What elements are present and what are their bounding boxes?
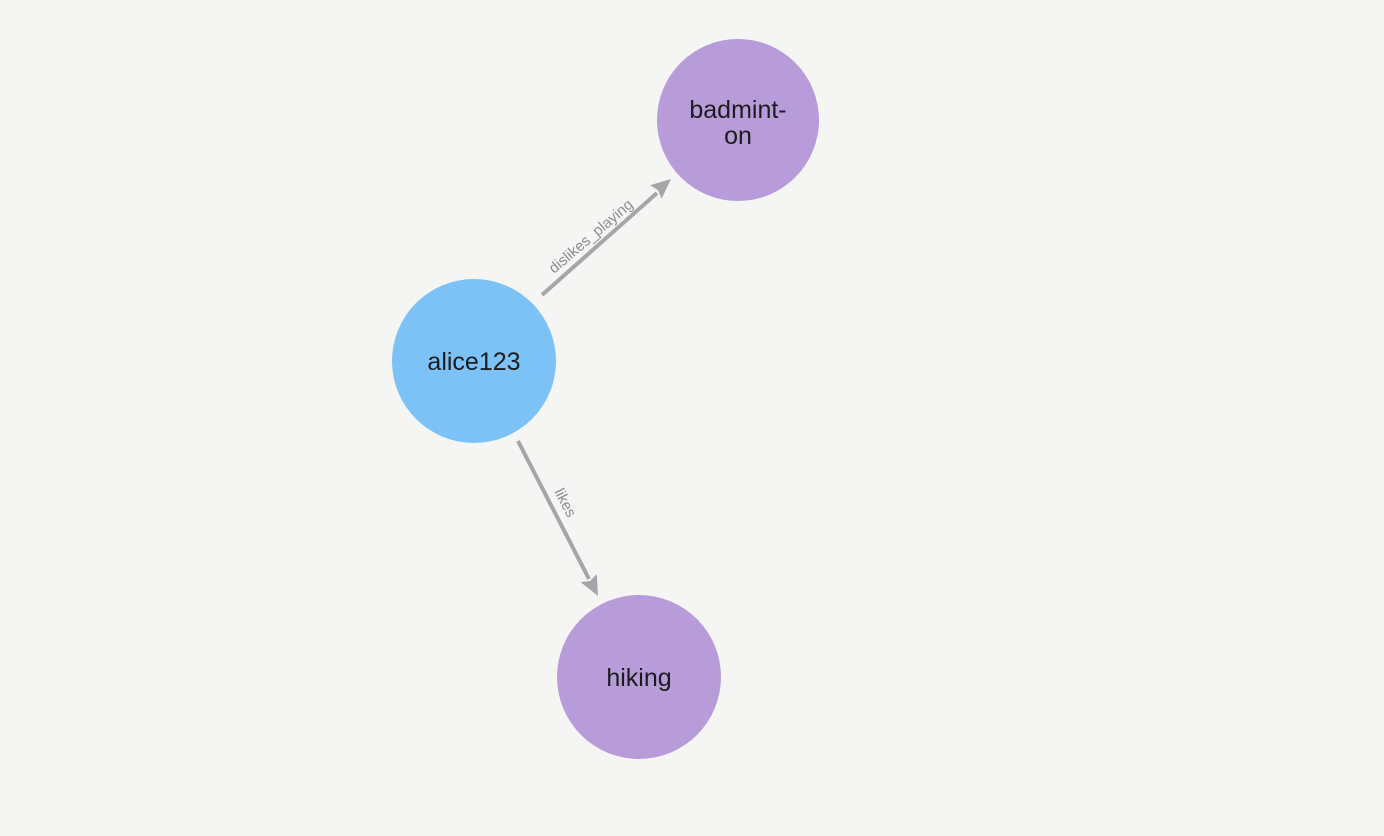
node-label-line2: on — [724, 122, 752, 150]
node-hiking[interactable]: hiking — [557, 595, 721, 759]
edge-arrowhead-icon — [580, 574, 598, 596]
edge-label-dislikes-playing[interactable]: dislikes_playing — [546, 196, 637, 277]
edge-line[interactable] — [540, 191, 659, 297]
edge-likes[interactable]: likes — [516, 440, 598, 596]
edge-line[interactable] — [516, 440, 591, 580]
edge-arrowhead-icon — [650, 179, 671, 199]
node-circle[interactable] — [557, 595, 721, 759]
node-circle[interactable] — [657, 39, 819, 201]
node-label: hiking — [606, 664, 671, 692]
edge-dislikes-playing[interactable]: dislikes_playing — [540, 179, 671, 297]
node-badminton[interactable]: badmint-on — [657, 39, 819, 201]
node-label-line1: badmint- — [689, 96, 786, 124]
node-circle[interactable] — [392, 279, 556, 443]
node-alice123[interactable]: alice123 — [392, 279, 556, 443]
node-label: badmint-on — [689, 96, 786, 150]
node-label: alice123 — [427, 348, 520, 376]
